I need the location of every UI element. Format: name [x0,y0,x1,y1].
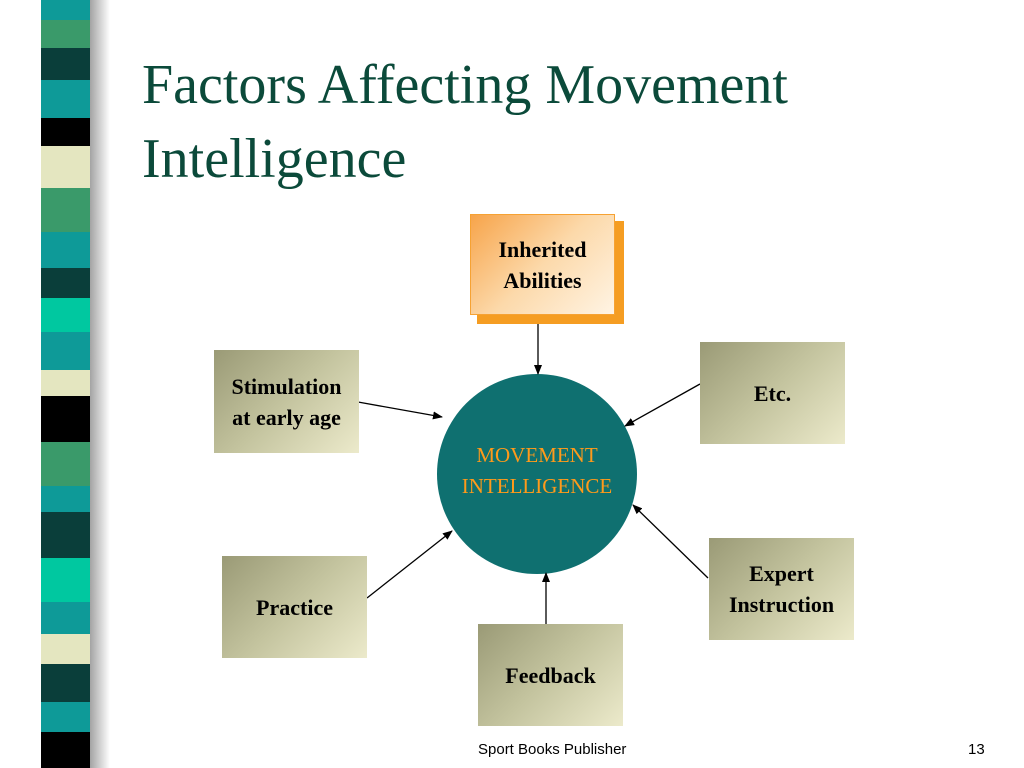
factor-expert-line-2: Instruction [728,592,835,617]
arrow-etc [624,383,701,427]
slide-title: Factors Affecting Movement Intelligence [142,48,962,196]
footer-page-number: 13 [968,741,985,758]
slide-title-line-1: Factors Affecting Movement [142,54,788,116]
slide-title-line-2: Intelligence [142,128,407,190]
factor-practice-label: Practice [256,594,333,620]
factor-etc-label: Etc. [753,380,792,406]
factor-stimulation-line-2: at early age [232,404,341,430]
arrow-expert [632,504,709,579]
decorative-stripe-bar [39,0,110,768]
center-label-line-2: INTELLIGENCE [461,474,613,498]
factor-expert-line-1: Expert [749,561,814,586]
center-label: MOVEMENT INTELLIGENCE [430,440,644,502]
factor-inherited-abilities: Inherited Abilities [470,214,615,315]
factor-stimulation: Stimulation at early age [214,350,359,453]
factor-feedback: Feedback [478,624,623,726]
factor-expert-instruction: Expert Instruction [709,538,854,640]
factor-stimulation-line-1: Stimulation [231,373,342,399]
factor-practice: Practice [222,556,367,658]
center-label-line-1: MOVEMENT [476,443,598,467]
factor-feedback-label: Feedback [505,662,596,688]
factor-inherited-line-1: Inherited [498,236,587,262]
footer-publisher: Sport Books Publisher [478,741,627,758]
factor-etc: Etc. [700,342,845,444]
center-circle [437,374,637,574]
factor-inherited-line-2: Abilities [503,267,582,293]
arrow-practice [366,530,453,599]
arrow-stimulation [357,401,443,420]
